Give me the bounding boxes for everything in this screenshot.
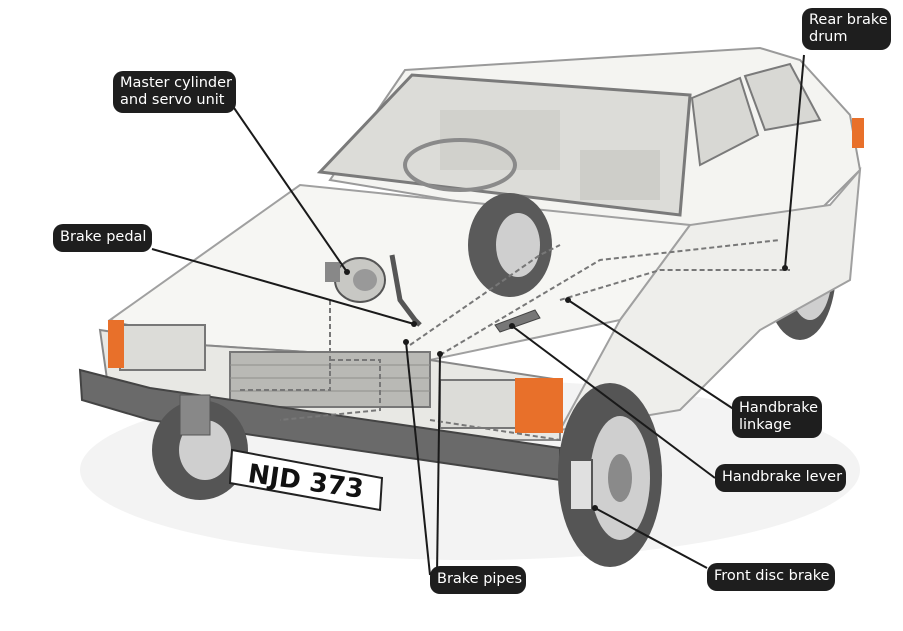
- label-brake-pipes: Brake pipes: [430, 566, 526, 594]
- front-left-wheel: [152, 394, 248, 500]
- leader-rear-brake-drum: [784, 54, 805, 269]
- leader-lines: [151, 54, 805, 576]
- front-right-wheel: [558, 383, 662, 567]
- brake-pedal-part: [389, 254, 422, 327]
- car-body: [78, 46, 864, 482]
- label-master-cylinder: Master cylinder and servo unit: [113, 71, 236, 113]
- leader-master-cylinder: [231, 104, 348, 273]
- leader-brake-pipes-left: [405, 341, 431, 576]
- label-handbrake-lever: Handbrake lever: [715, 464, 846, 492]
- servo-unit: [325, 257, 386, 303]
- brake-pipe-lines: [240, 239, 790, 441]
- label-handbrake-linkage: Handbrake linkage: [732, 396, 822, 438]
- leader-handbrake-linkage: [567, 299, 736, 411]
- leader-brake-pedal: [151, 248, 415, 325]
- leader-dots: [344, 265, 788, 511]
- leader-front-disc-brake: [594, 507, 708, 569]
- right-indicator: [515, 378, 563, 433]
- label-front-disc-brake: Front disc brake: [707, 563, 835, 591]
- spare-wheel: [468, 193, 552, 297]
- left-indicator: [108, 320, 124, 368]
- label-rear-brake-drum: Rear brake drum: [802, 8, 891, 50]
- handbrake-lever-part: [494, 309, 541, 333]
- rear-indicator: [852, 118, 864, 148]
- leader-handbrake-lever: [511, 325, 716, 479]
- label-brake-pedal: Brake pedal: [53, 224, 152, 252]
- leader-brake-pipes-right: [436, 353, 441, 576]
